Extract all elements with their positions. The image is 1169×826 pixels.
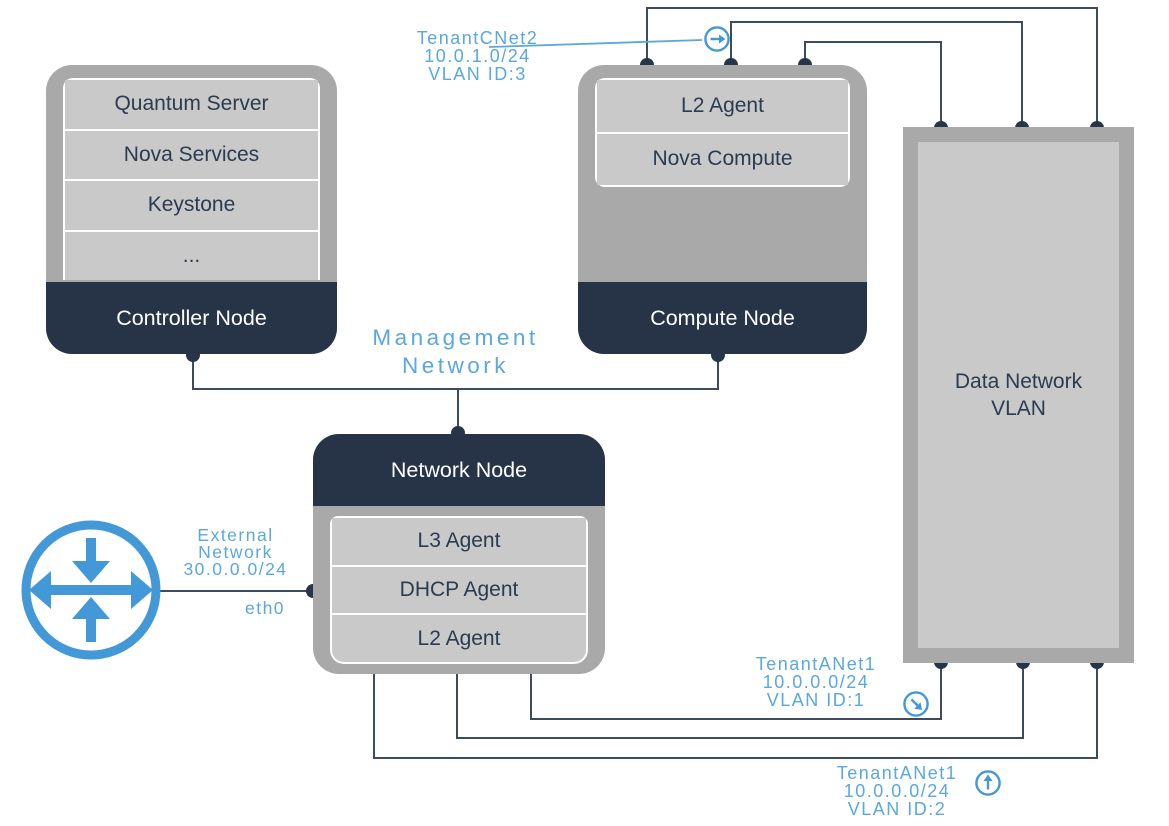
list-item: Keystone [65, 181, 318, 230]
network-node-to-vlan-wires [373, 661, 1098, 759]
wire-compute-vlan-3 [804, 41, 942, 126]
arrow-up-circle-icon [975, 770, 1001, 796]
data-network-vlan-line2: VLAN [991, 397, 1046, 420]
compute-node: L2 Agent Nova Compute Compute Node [578, 65, 867, 354]
tenant-a-net1-vlan1-label: TenantANet1 10.0.0.0/24 VLAN ID:1 [731, 655, 901, 709]
wire-compute-vlan-2 [730, 21, 1023, 126]
list-item: L2 Agent [597, 80, 848, 132]
data-network-vlan-line1: Data Network [954, 370, 1083, 393]
router-arrows [29, 538, 153, 642]
router-icon [21, 520, 161, 660]
label-line: Management [372, 325, 539, 350]
list-item: ... [65, 231, 318, 280]
list-item: Quantum Server [65, 80, 318, 129]
label-line: VLAN ID:3 [428, 64, 527, 84]
label-line: TenantCNet2 [416, 28, 539, 48]
management-network-label: Management Network [338, 324, 573, 380]
data-network-vlan-box: Data Network VLAN [903, 127, 1134, 663]
label-line: Network [198, 542, 273, 562]
label-line: TenantANet1 [836, 763, 958, 783]
external-network-label: External Network 30.0.0.0/24 [153, 525, 318, 579]
label-line: 30.0.0.0/24 [183, 559, 288, 579]
wire-network-vlan-1 [530, 661, 942, 720]
label-line: 10.0.0.0/24 [762, 672, 870, 692]
tenant-c-net2-label: TenantCNet2 10.0.1.0/24 VLAN ID:3 [390, 29, 565, 83]
label-line: 10.0.0.0/24 [843, 781, 951, 801]
wire-compute-vlan-1 [646, 7, 1098, 126]
list-item: Nova Services [65, 130, 318, 179]
wire-controller-compute [192, 353, 719, 390]
label-line: 10.0.1.0/24 [424, 46, 531, 66]
wire-network-vlan-2 [456, 661, 1024, 739]
compute-node-title: Compute Node [578, 282, 867, 354]
controller-services-list: Quantum Server Nova Services Keystone ..… [63, 78, 320, 280]
network-node: Network Node L3 Agent DHCP Agent L2 Agen… [313, 434, 605, 674]
controller-node-title: Controller Node [46, 282, 337, 354]
label-line: TenantANet1 [755, 654, 877, 674]
list-item: L3 Agent [332, 518, 586, 565]
list-item: Nova Compute [597, 133, 848, 185]
network-node-title: Network Node [313, 434, 605, 506]
controller-node: Quantum Server Nova Services Keystone ..… [46, 65, 337, 354]
arrow-right-circle-icon [704, 26, 730, 52]
label-line: Network [401, 353, 510, 378]
eth0-label: eth0 [244, 598, 286, 618]
arrow-down-right-circle-icon [903, 691, 929, 717]
wire-network-vlan-3 [373, 661, 1098, 759]
label-line: External [197, 525, 274, 545]
compute-services-list: L2 Agent Nova Compute [595, 78, 850, 187]
label-line: VLAN ID:2 [847, 799, 947, 819]
data-network-vlan-label: Data Network VLAN [918, 142, 1119, 648]
list-item: L2 Agent [332, 615, 586, 663]
tenant-c-pointer-line [488, 39, 703, 48]
compute-to-vlan-wires [646, 7, 1098, 126]
label-line: VLAN ID:1 [766, 690, 866, 710]
network-services-list: L3 Agent DHCP Agent L2 Agent [330, 516, 588, 664]
list-item: DHCP Agent [332, 566, 586, 614]
tenant-a-net1-vlan2-label: TenantANet1 10.0.0.0/24 VLAN ID:2 [812, 764, 982, 818]
